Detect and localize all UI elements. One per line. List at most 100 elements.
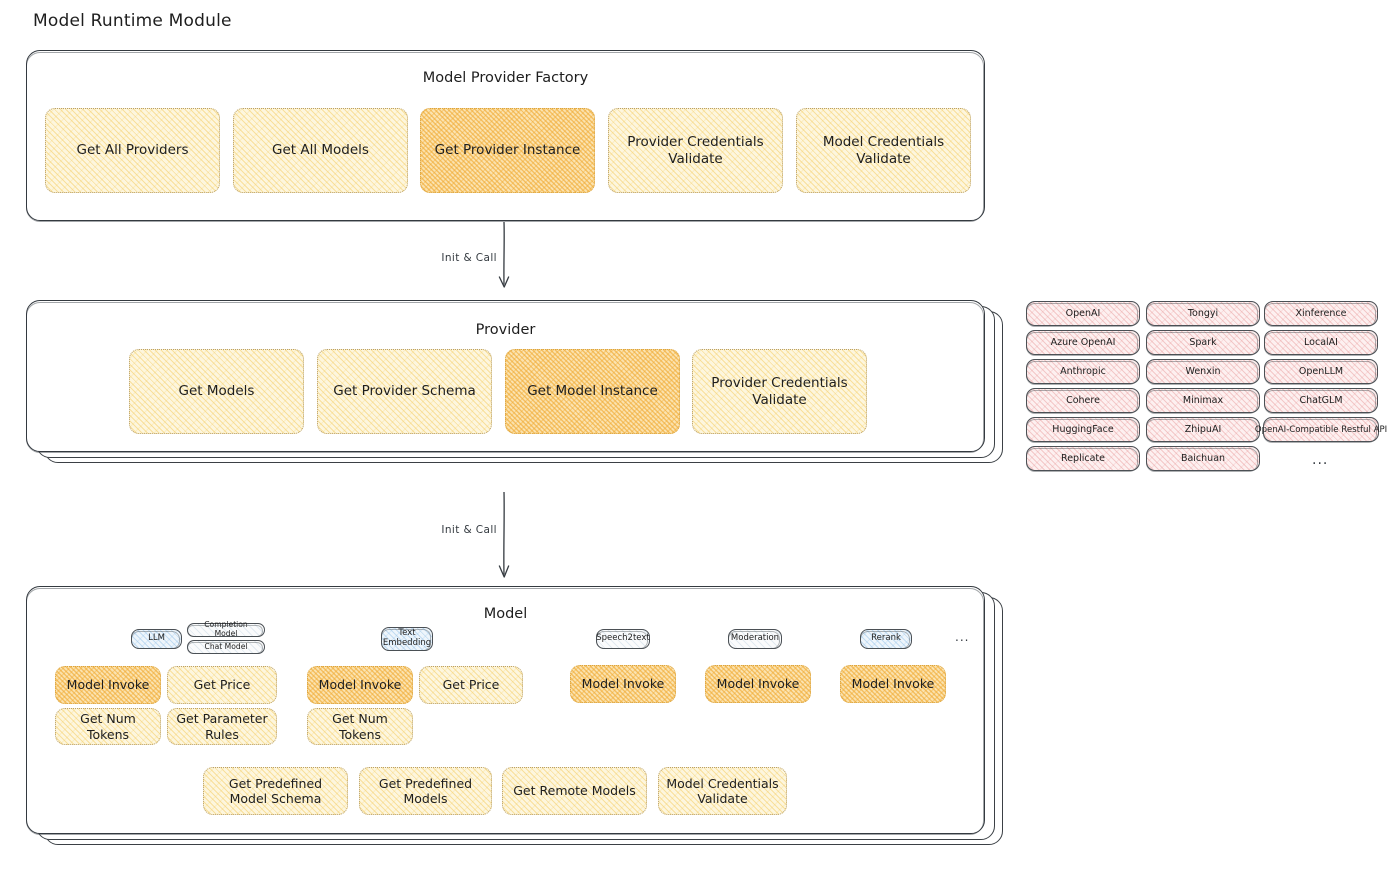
node-label: Get Models <box>178 383 255 400</box>
chip-label: Wenxin <box>1185 366 1221 377</box>
provider-chip-minimax[interactable]: Minimax <box>1145 388 1260 414</box>
node-label: Get Price <box>442 677 500 693</box>
chip-label: Spark <box>1189 337 1217 348</box>
factory-node-model-credentials-validate[interactable]: Model Credentials Validate <box>796 108 971 193</box>
provider-chip-huggingface[interactable]: HuggingFace <box>1025 417 1140 443</box>
arrow-factory-to-provider <box>495 221 515 302</box>
llm-method-get-num-tokens[interactable]: Get Num Tokens <box>55 708 161 745</box>
chip-label: Xinference <box>1295 308 1347 319</box>
node-label: Model Invoke <box>66 677 150 693</box>
provider-chip-replicate[interactable]: Replicate <box>1025 446 1140 472</box>
badge-label: Rerank <box>871 633 901 644</box>
text-embedding-method-get-price[interactable]: Get Price <box>419 666 523 704</box>
provider-chip-openllm[interactable]: OpenLLM <box>1263 359 1378 385</box>
badge-label: Chat Model <box>204 641 248 651</box>
node-label: Model Credentials Validate <box>666 775 779 806</box>
node-label: Provider Credentials Validate <box>711 375 848 408</box>
provider-chip-tongyi[interactable]: Tongyi <box>1145 301 1260 327</box>
chip-label: Cohere <box>1066 395 1100 406</box>
text-embedding-method-model-invoke[interactable]: Model Invoke <box>307 666 413 704</box>
provider-chip-openai-compatible-restful-api[interactable]: OpenAI-Compatible Restful API <box>1255 417 1387 443</box>
model-types-more: ... <box>955 630 970 644</box>
model-type-badge-llm[interactable]: LLM <box>130 629 182 650</box>
speech2text-method-model-invoke[interactable]: Model Invoke <box>570 665 676 703</box>
chip-label: Minimax <box>1182 395 1224 406</box>
model-provider-factory-card: Model Provider Factory Get All Providers… <box>25 50 985 222</box>
model-subtype-badge-completion-model[interactable]: Completion Model <box>186 620 265 638</box>
node-label: Get Remote Models <box>513 783 636 799</box>
common-method-get-remote-models[interactable]: Get Remote Models <box>502 767 647 815</box>
node-label: Get Parameter Rules <box>176 711 268 742</box>
provider-chip-azure-openai[interactable]: Azure OpenAI <box>1025 330 1140 356</box>
chip-label: Baichuan <box>1180 453 1226 464</box>
llm-method-get-parameter-rules[interactable]: Get Parameter Rules <box>167 708 277 745</box>
model-type-badge-text-embedding[interactable]: Text Embedding <box>380 627 433 652</box>
node-label: Model Invoke <box>581 676 665 692</box>
provider-chip-anthropic[interactable]: Anthropic <box>1025 359 1140 385</box>
factory-node-get-provider-instance[interactable]: Get Provider Instance <box>420 108 595 193</box>
model-type-badge-rerank[interactable]: Rerank <box>859 629 912 650</box>
node-label: Model Invoke <box>318 677 402 693</box>
provider-chip-zhipuai[interactable]: ZhipuAI <box>1145 417 1260 443</box>
chip-label: Anthropic <box>1060 366 1106 377</box>
arrow-provider-to-model <box>495 491 515 592</box>
node-label: Get Provider Schema <box>333 383 476 400</box>
provider-chip-baichuan[interactable]: Baichuan <box>1145 446 1260 472</box>
chip-label: OpenAI-Compatible Restful API <box>1254 424 1388 435</box>
rerank-method-model-invoke[interactable]: Model Invoke <box>840 665 946 703</box>
node-label: Get Provider Instance <box>434 142 581 159</box>
provider-chip-spark[interactable]: Spark <box>1145 330 1260 356</box>
badge-label: Completion Model <box>204 620 248 638</box>
arrow-label-init-and-call-1: Init & Call <box>441 252 497 264</box>
provider-chip-localai[interactable]: LocalAI <box>1263 330 1378 356</box>
node-label: Model Invoke <box>851 676 935 692</box>
arrow-label-init-and-call-2: Init & Call <box>441 524 497 536</box>
chip-label: LocalAI <box>1304 337 1338 348</box>
page-title: Model Runtime Module <box>33 11 232 31</box>
llm-method-get-price[interactable]: Get Price <box>167 666 277 704</box>
node-label: Provider Credentials Validate <box>627 134 764 167</box>
chip-label: Replicate <box>1061 453 1105 464</box>
node-label: Get Price <box>193 677 251 693</box>
provider-title: Provider <box>475 322 536 338</box>
model-type-badge-speech2text[interactable]: Speech2text <box>595 629 650 650</box>
provider-chip-wenxin[interactable]: Wenxin <box>1145 359 1260 385</box>
chip-label: HuggingFace <box>1052 424 1114 435</box>
provider-chip-cohere[interactable]: Cohere <box>1025 388 1140 414</box>
common-method-get-predefined-model-schema[interactable]: Get Predefined Model Schema <box>203 767 348 815</box>
node-label: Get Num Tokens <box>80 711 136 742</box>
provider-node-get-model-instance[interactable]: Get Model Instance <box>505 349 680 434</box>
provider-chip-chatglm[interactable]: ChatGLM <box>1263 388 1378 414</box>
llm-method-model-invoke[interactable]: Model Invoke <box>55 666 161 704</box>
model-provider-factory-title: Model Provider Factory <box>422 70 589 86</box>
model-card: Model LLM Completion Model Chat Model Te… <box>25 586 985 835</box>
provider-list-more: ... <box>1312 452 1329 468</box>
factory-node-get-all-providers[interactable]: Get All Providers <box>45 108 220 193</box>
node-label: Get All Providers <box>76 142 189 159</box>
text-embedding-method-get-num-tokens[interactable]: Get Num Tokens <box>307 708 413 745</box>
node-label: Get Predefined Model Schema <box>228 775 323 806</box>
provider-chip-openai[interactable]: OpenAI <box>1025 301 1140 327</box>
model-type-badge-moderation[interactable]: Moderation <box>727 629 782 650</box>
badge-label: Moderation <box>730 633 780 644</box>
factory-node-provider-credentials-validate[interactable]: Provider Credentials Validate <box>608 108 783 193</box>
provider-card: Provider Get Models Get Provider Schema … <box>25 300 985 453</box>
node-label: Get Model Instance <box>527 383 658 400</box>
chip-label: OpenAI <box>1065 308 1101 319</box>
chip-label: ZhipuAI <box>1184 424 1222 435</box>
provider-node-get-models[interactable]: Get Models <box>129 349 304 434</box>
badge-label: Speech2text <box>596 633 650 644</box>
provider-chip-xinference[interactable]: Xinference <box>1263 301 1378 327</box>
moderation-method-model-invoke[interactable]: Model Invoke <box>705 665 811 703</box>
common-method-get-predefined-models[interactable]: Get Predefined Models <box>359 767 492 815</box>
node-label: Get Predefined Models <box>378 775 473 806</box>
node-label: Model Invoke <box>716 676 800 692</box>
factory-node-get-all-models[interactable]: Get All Models <box>233 108 408 193</box>
model-title: Model <box>483 606 528 622</box>
badge-label: Text Embedding <box>382 628 432 648</box>
model-subtype-badge-chat-model[interactable]: Chat Model <box>186 640 265 655</box>
node-label: Get All Models <box>272 142 369 159</box>
provider-node-provider-credentials-validate[interactable]: Provider Credentials Validate <box>692 349 867 434</box>
provider-node-get-provider-schema[interactable]: Get Provider Schema <box>317 349 492 434</box>
common-method-model-credentials-validate[interactable]: Model Credentials Validate <box>658 767 787 815</box>
